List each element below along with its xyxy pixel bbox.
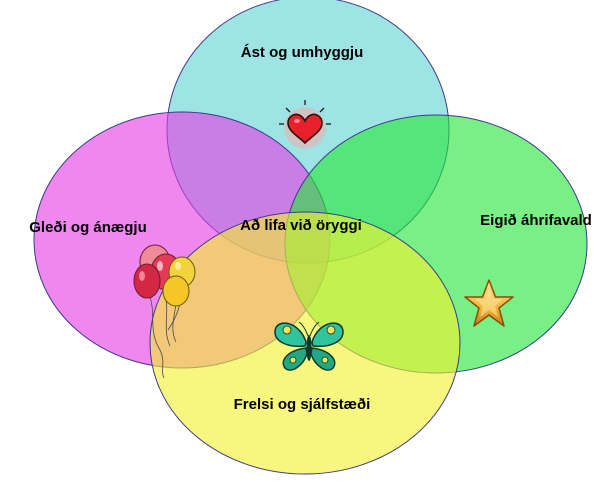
butterfly-icon xyxy=(274,321,344,371)
label-center: Að lifa við öryggi xyxy=(240,217,362,234)
label-left: Gleði og ánægju xyxy=(29,219,147,236)
label-bottom: Frelsi og sjálfstæði xyxy=(234,396,371,413)
star-icon xyxy=(464,279,514,327)
balloons-icon xyxy=(133,244,196,379)
label-top: Ást og umhyggju xyxy=(241,44,364,61)
label-right: Eigið áhrifavald xyxy=(480,212,592,229)
heart-icon xyxy=(279,100,331,149)
